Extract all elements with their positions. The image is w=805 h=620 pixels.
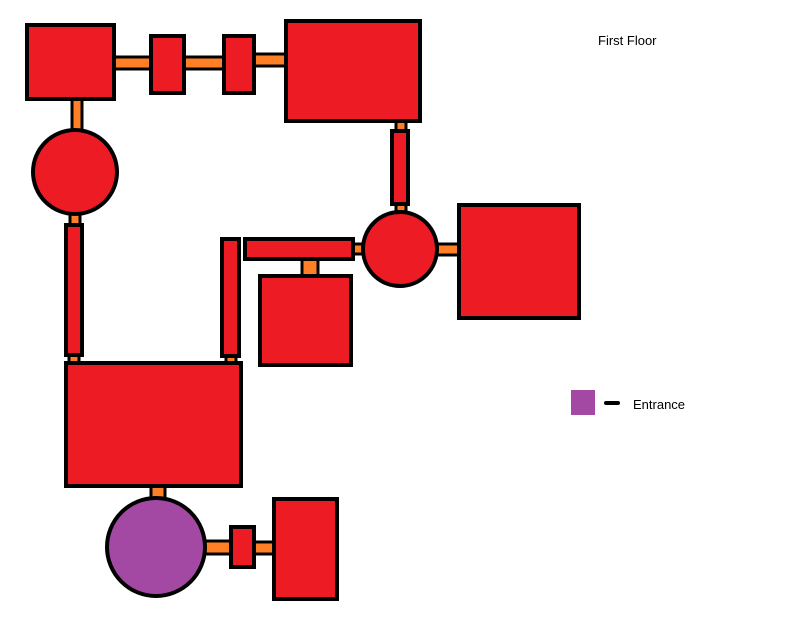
- legend-dash: [604, 401, 620, 405]
- connector-topleft-to-small1: [110, 55, 154, 71]
- room-top-left: [25, 23, 116, 101]
- room-bottom-right: [272, 497, 339, 601]
- room-bottom-small: [229, 525, 256, 569]
- entrance-room: [105, 496, 207, 598]
- room-far-right: [457, 203, 581, 320]
- connector-small2-to-topright: [251, 52, 289, 68]
- room-left-circle: [31, 128, 119, 216]
- corridor-horizontal: [243, 237, 355, 261]
- corridor-middle-vertical: [220, 237, 241, 358]
- rooms: [25, 19, 581, 601]
- room-right-circle: [361, 210, 439, 288]
- connector-topleft-to-circle: [70, 97, 84, 133]
- room-big-left: [64, 361, 243, 488]
- connector-small1-to-small2: [181, 55, 227, 71]
- floor-title: First Floor: [598, 33, 657, 48]
- room-middle: [258, 274, 353, 367]
- legend-entrance-swatch: [571, 390, 595, 415]
- legend-entrance-label: Entrance: [633, 397, 686, 412]
- corridor-left-vertical: [64, 223, 84, 357]
- corridor-right-vertical: [390, 129, 410, 206]
- room-top-small-2: [222, 34, 256, 95]
- room-top-small-1: [149, 34, 186, 95]
- room-top-right: [284, 19, 422, 123]
